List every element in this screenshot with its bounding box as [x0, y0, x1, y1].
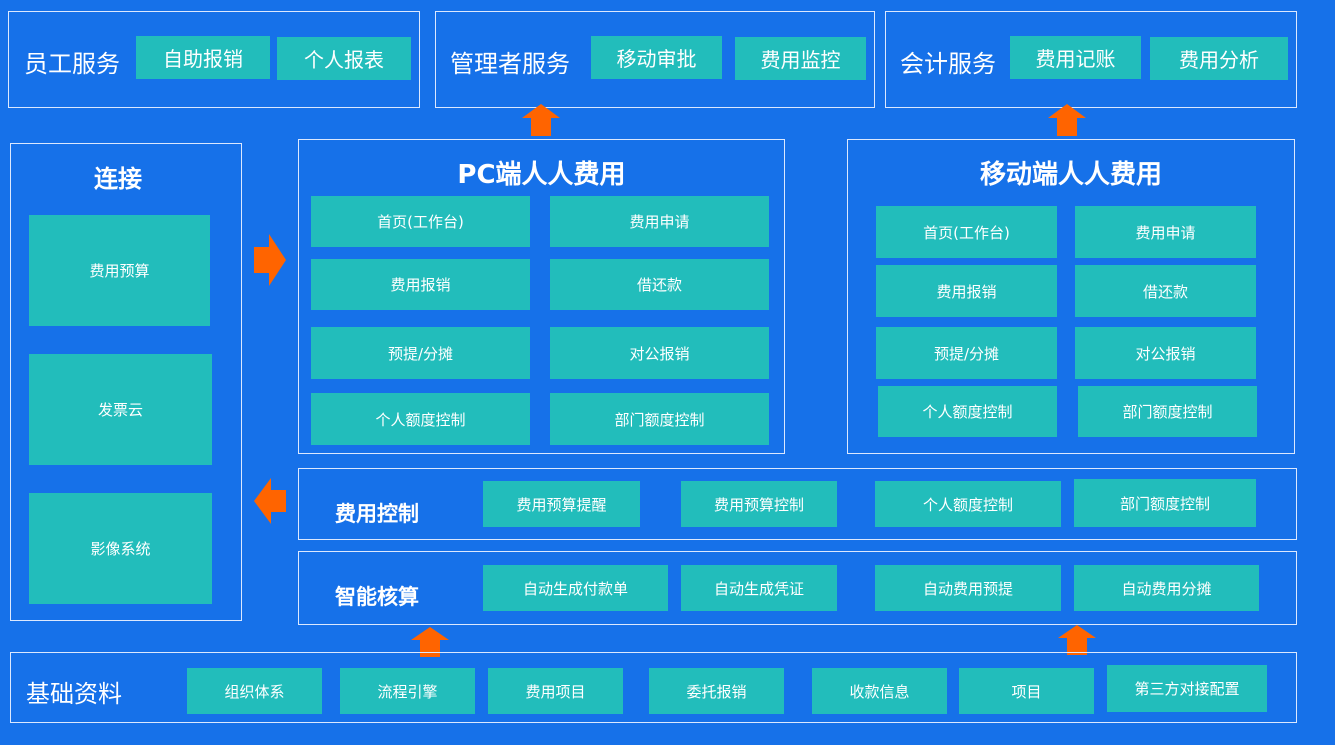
budget-control-tile[interactable]: 费用预算控制 [681, 481, 837, 527]
base-data-panel [10, 652, 1297, 723]
pc-title: PC端人人费用 [457, 160, 626, 190]
mobile-loan-tile[interactable]: 借还款 [1075, 265, 1256, 317]
accounting-service-panel [885, 11, 1297, 108]
left-arrow-icon [254, 478, 286, 524]
third-party-tile[interactable]: 第三方对接配置 [1107, 665, 1267, 712]
budget-reminder-tile[interactable]: 费用预算提醒 [483, 481, 640, 527]
base-data-title: 基础资料 [26, 680, 122, 708]
personal-quota-tile[interactable]: 个人额度控制 [875, 481, 1061, 527]
auto-payment-tile[interactable]: 自动生成付款单 [483, 565, 668, 611]
mobile-dept-quota-tile[interactable]: 部门额度控制 [1078, 386, 1257, 437]
personal-report-tile[interactable]: 个人报表 [277, 37, 411, 80]
mobile-accrual-tile[interactable]: 预提/分摊 [876, 327, 1057, 379]
imaging-system-tile[interactable]: 影像系统 [29, 493, 212, 604]
payee-tile[interactable]: 收款信息 [812, 668, 947, 714]
pc-home-tile[interactable]: 首页(工作台) [311, 196, 530, 247]
auto-allocation-tile[interactable]: 自动费用分摊 [1074, 565, 1259, 611]
mobile-panel [847, 139, 1295, 454]
pc-dept-quota-tile[interactable]: 部门额度控制 [550, 393, 769, 445]
invoice-cloud-tile[interactable]: 发票云 [29, 354, 212, 465]
up-arrow-icon [1058, 625, 1096, 655]
pc-personal-quota-tile[interactable]: 个人额度控制 [311, 393, 530, 445]
employee-service-panel [8, 11, 420, 108]
mobile-home-tile[interactable]: 首页(工作台) [876, 206, 1057, 258]
up-arrow-icon [411, 627, 449, 657]
delegate-tile[interactable]: 委托报销 [649, 668, 784, 714]
connect-panel [10, 143, 242, 621]
auto-voucher-tile[interactable]: 自动生成凭证 [681, 565, 837, 611]
project-tile[interactable]: 项目 [959, 668, 1094, 714]
pc-corporate-tile[interactable]: 对公报销 [550, 327, 769, 379]
mobile-personal-quota-tile[interactable]: 个人额度控制 [878, 386, 1057, 437]
dept-quota-tile[interactable]: 部门额度控制 [1074, 479, 1256, 527]
mobile-corporate-tile[interactable]: 对公报销 [1075, 327, 1256, 379]
mobile-approval-tile[interactable]: 移动审批 [591, 36, 722, 79]
connect-title: 连接 [94, 165, 142, 193]
mobile-reimburse-tile[interactable]: 费用报销 [876, 265, 1057, 317]
pc-reimburse-tile[interactable]: 费用报销 [311, 259, 530, 310]
pc-loan-tile[interactable]: 借还款 [550, 259, 769, 310]
up-arrow-icon [1048, 104, 1086, 136]
manager-service-title: 管理者服务 [450, 50, 570, 78]
budget-tile[interactable]: 费用预算 [29, 215, 210, 326]
auto-accrual-tile[interactable]: 自动费用预提 [875, 565, 1061, 611]
pc-panel [298, 139, 785, 454]
self-reimburse-tile[interactable]: 自助报销 [136, 36, 270, 79]
workflow-tile[interactable]: 流程引擎 [340, 668, 475, 714]
employee-service-title: 员工服务 [24, 50, 120, 78]
right-arrow-icon [254, 234, 286, 286]
expense-item-tile[interactable]: 费用项目 [488, 668, 623, 714]
pc-apply-tile[interactable]: 费用申请 [550, 196, 769, 247]
smart-accounting-title: 智能核算 [335, 585, 419, 609]
up-arrow-icon [522, 104, 560, 136]
org-tile[interactable]: 组织体系 [187, 668, 322, 714]
mobile-title: 移动端人人费用 [979, 160, 1162, 190]
expense-bookkeeping-tile[interactable]: 费用记账 [1010, 36, 1141, 79]
manager-service-panel [435, 11, 875, 108]
expense-control-panel [298, 468, 1297, 540]
pc-accrual-tile[interactable]: 预提/分摊 [311, 327, 530, 379]
expense-monitor-tile[interactable]: 费用监控 [735, 37, 866, 80]
mobile-apply-tile[interactable]: 费用申请 [1075, 206, 1256, 258]
expense-control-title: 费用控制 [335, 502, 419, 526]
smart-accounting-panel [298, 551, 1297, 625]
accounting-service-title: 会计服务 [900, 50, 996, 78]
expense-analysis-tile[interactable]: 费用分析 [1150, 37, 1288, 80]
